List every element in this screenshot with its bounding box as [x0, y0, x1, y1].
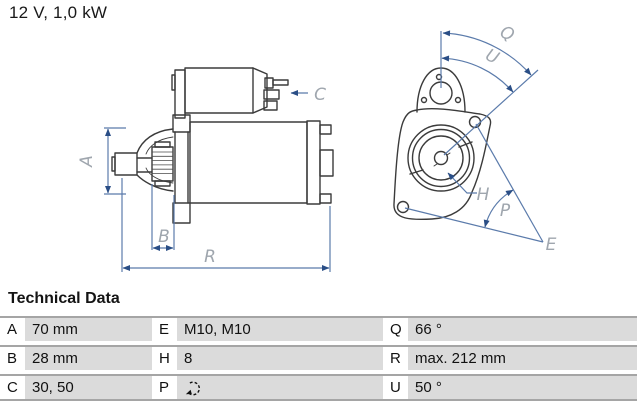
leader-h [447, 172, 477, 194]
param-label-u: U [383, 376, 408, 399]
param-label-a: A [0, 318, 25, 341]
center-boss-outline [407, 124, 475, 192]
side-view-diagram: A B R C [77, 67, 334, 272]
angle-reference-lines [440, 30, 539, 156]
param-value-r: max. 212 mm [408, 347, 637, 370]
param-label-h: H [152, 347, 177, 370]
dim-label-e: E [546, 235, 557, 255]
dim-label-u: U [482, 45, 502, 69]
param-value-a: 70 mm [25, 318, 152, 341]
hole-spacing-lines-e [404, 123, 544, 243]
dim-label-p: P [500, 201, 511, 221]
dimension-b-lines [151, 184, 175, 251]
drive-end-outline [111, 128, 174, 192]
param-label-e: E [152, 318, 177, 341]
dim-label-r: R [204, 247, 216, 267]
motor-body-outline [189, 120, 334, 205]
dim-label-h: H [477, 185, 490, 205]
angle-q-arc [442, 30, 532, 76]
rotation-direction-icon [185, 381, 200, 395]
table-row: C 30, 50 P U 50 ° [0, 374, 637, 399]
technical-data-title: Technical Data [8, 290, 120, 307]
solenoid-outline [171, 67, 289, 119]
table-row: A 70 mm E M10, M10 Q 66 ° [0, 316, 637, 341]
mounting-flange-outline [172, 114, 191, 224]
table-row: B 28 mm H 8 R max. 212 mm [0, 345, 637, 370]
param-value-q: 66 ° [408, 318, 637, 341]
pinion-teeth-hatching [152, 151, 173, 174]
dim-label-q: Q [497, 22, 517, 46]
param-value-p [177, 376, 383, 399]
dim-label-a: A [77, 155, 97, 168]
param-label-r: R [383, 347, 408, 370]
param-value-e: M10, M10 [177, 318, 383, 341]
front-view-diagram: Q U H P E [393, 22, 557, 255]
param-value-c: 30, 50 [25, 376, 152, 399]
dim-label-b: B [158, 227, 170, 247]
voltage-power-spec: 12 V, 1,0 kW [9, 3, 108, 22]
dim-label-c: C [314, 85, 326, 105]
param-value-u: 50 ° [408, 376, 637, 399]
technical-data-table: A 70 mm E M10, M10 Q 66 ° B 28 mm H 8 R … [0, 316, 637, 401]
param-label-p: P [152, 376, 177, 399]
angle-p-arc [483, 189, 514, 228]
param-label-c: C [0, 376, 25, 399]
param-value-h: 8 [177, 347, 383, 370]
param-label-b: B [0, 347, 25, 370]
param-value-b: 28 mm [25, 347, 152, 370]
dimension-r-lines [121, 178, 331, 272]
param-label-q: Q [383, 318, 408, 341]
angle-u-arc [441, 55, 514, 93]
